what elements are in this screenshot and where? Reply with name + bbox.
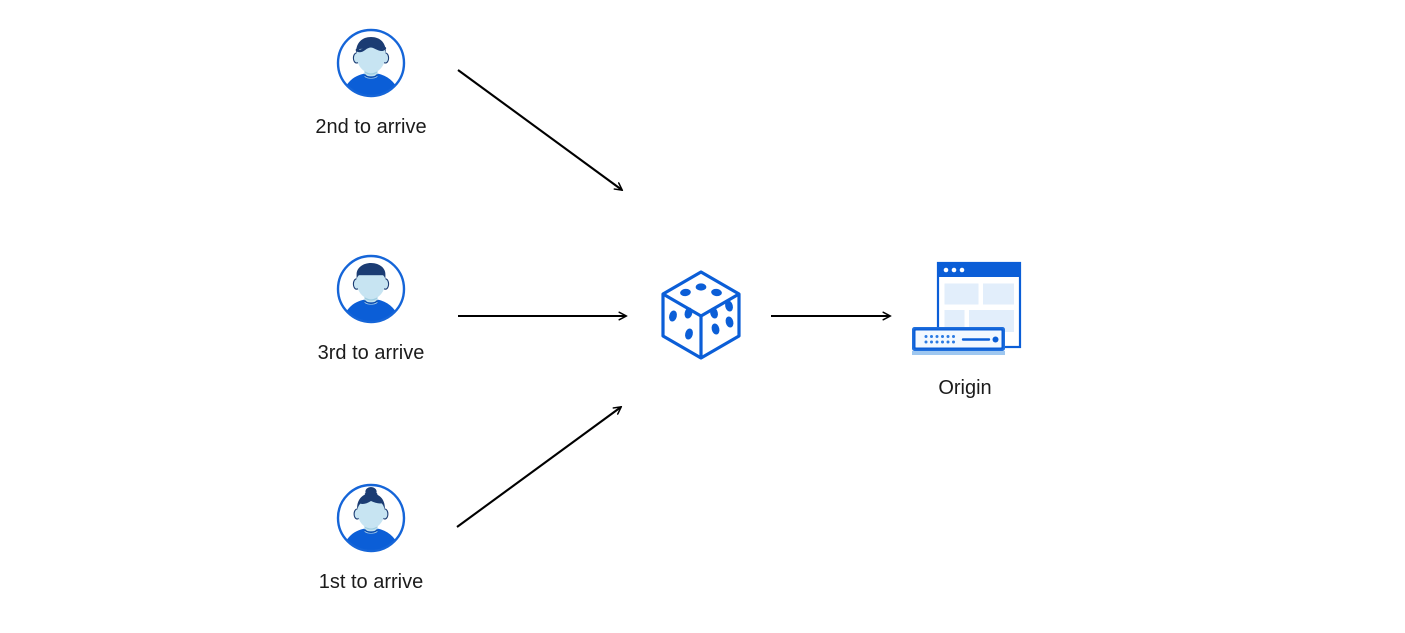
avatar: [335, 482, 407, 554]
node-user-2nd: 2nd to arrive: [311, 27, 431, 139]
arrow-user-bottom-to-dice: [456, 407, 621, 528]
node-label-user-3rd: 3rd to arrive: [317, 342, 425, 364]
node-randomizer: [658, 268, 744, 362]
arrow-user-top-to-dice: [457, 69, 622, 190]
node-user-3rd: 3rd to arrive: [311, 253, 431, 365]
node-label-user-2nd: 2nd to arrive: [315, 116, 427, 138]
user-avatar-icon: [336, 254, 406, 324]
avatar: [335, 253, 407, 325]
avatar: [335, 27, 407, 99]
origin-server-icon: [912, 261, 1022, 355]
node-label-user-1st: 1st to arrive: [318, 571, 424, 593]
user-avatar-icon: [336, 483, 406, 553]
user-avatar-icon: [336, 28, 406, 98]
node-origin: Origin: [898, 258, 1032, 400]
node-label-origin: Origin: [938, 377, 992, 399]
dice-icon: [661, 270, 741, 360]
node-user-1st: 1st to arrive: [311, 482, 431, 594]
